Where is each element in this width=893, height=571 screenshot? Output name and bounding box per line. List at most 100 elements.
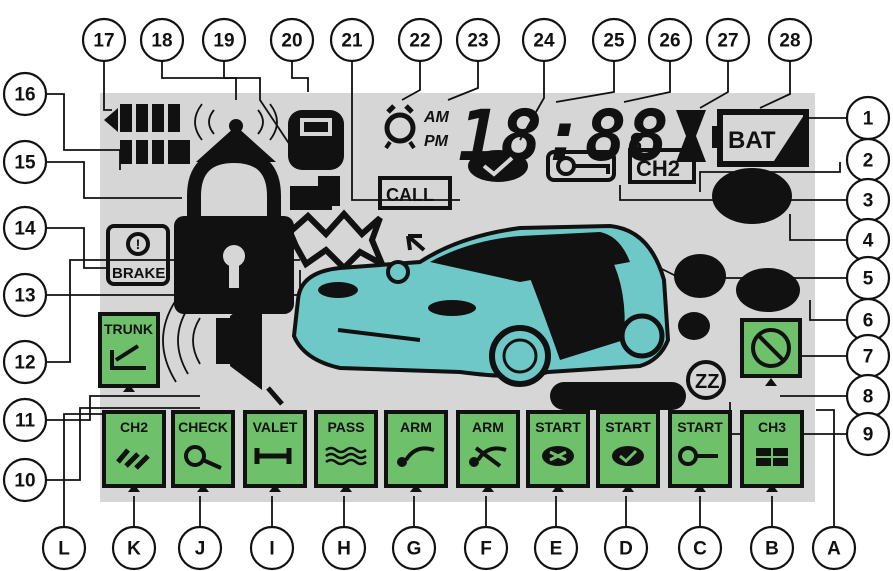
svg-text:I: I: [269, 539, 274, 560]
function-button-7: START: [598, 412, 658, 492]
svg-text:18: 18: [151, 31, 172, 52]
callout-C: C: [679, 527, 721, 569]
am-label: AM: [423, 109, 450, 126]
indicator-oval-6: [674, 254, 726, 298]
svg-text:12: 12: [14, 353, 35, 374]
callout-23: 23: [457, 19, 499, 61]
svg-text:C: C: [693, 539, 707, 560]
ch2-label: CH2: [636, 156, 680, 181]
callout-1: 1: [847, 97, 889, 139]
callout-14: 14: [4, 207, 46, 249]
function-button-label: PASS: [327, 419, 364, 435]
check-oval-icon: [468, 150, 528, 182]
svg-text:!: !: [136, 236, 141, 252]
svg-text:13: 13: [14, 286, 35, 307]
svg-text:10: 10: [14, 471, 35, 492]
svg-text:20: 20: [281, 31, 302, 52]
svg-text:8: 8: [863, 387, 874, 408]
trunk-indicator: TRUNK: [100, 314, 158, 392]
mute-label: MUTE: [744, 282, 792, 301]
svg-text:1: 1: [863, 109, 874, 130]
svg-text:23: 23: [467, 31, 488, 52]
callout-I: I: [251, 527, 293, 569]
function-button-2: VALET: [245, 412, 305, 492]
svg-text:21: 21: [341, 31, 363, 52]
auto-arm-indicator: AUTO ARM: [550, 382, 686, 410]
callout-9: 9: [847, 413, 889, 455]
function-button-3: PASS: [316, 412, 376, 492]
callout-16: 16: [4, 73, 46, 115]
save-battery-icon: SAVE: [288, 110, 344, 170]
callout-7: 7: [847, 335, 889, 377]
check-oval-icon: [612, 446, 644, 466]
function-button-label: ARM: [472, 419, 504, 435]
callout-A: A: [813, 527, 855, 569]
no-remote-indicator: [742, 320, 800, 386]
callout-28: 28: [769, 19, 811, 61]
function-button-4: ARM: [386, 412, 446, 492]
function-button-label: START: [535, 419, 581, 435]
function-button-0: CH2: [104, 412, 164, 492]
svg-text:L: L: [58, 539, 70, 560]
callout-17: 17: [83, 19, 125, 61]
save-label: SAVE: [299, 146, 334, 161]
callout-3: 3: [847, 179, 889, 221]
mute-indicator: MUTE: [736, 268, 800, 312]
svg-text:5: 5: [863, 269, 874, 290]
svg-text:J: J: [195, 539, 206, 560]
callout-G: G: [393, 527, 435, 569]
arm-label: ARM: [624, 388, 663, 407]
callout-J: J: [179, 527, 221, 569]
callout-D: D: [605, 527, 647, 569]
svg-text:K: K: [127, 539, 141, 560]
svg-text:D: D: [619, 539, 633, 560]
function-button-label: CH3: [758, 419, 786, 435]
callout-L: L: [43, 527, 85, 569]
callout-2: 2: [847, 139, 889, 181]
callout-11: 11: [4, 399, 46, 441]
svg-text:11: 11: [15, 411, 36, 432]
svg-text:19: 19: [213, 31, 234, 52]
svg-text:G: G: [407, 539, 422, 560]
callout-27: 27: [707, 19, 749, 61]
call-label: CALL: [386, 185, 434, 205]
function-button-label: ARM: [400, 419, 432, 435]
callout-24: 24: [523, 19, 565, 61]
svg-text:B: B: [765, 539, 779, 560]
svg-text:26: 26: [659, 31, 680, 52]
callout-25: 25: [593, 19, 635, 61]
function-button-label: VALET: [253, 419, 298, 435]
bat-label: BAT: [728, 127, 776, 154]
callout-22: 22: [399, 19, 441, 61]
svg-text:25: 25: [603, 31, 625, 52]
svg-text:9: 9: [863, 425, 874, 446]
svg-text:27: 27: [717, 31, 738, 52]
callout-15: 15: [4, 141, 46, 183]
callout-5: 5: [847, 257, 889, 299]
svg-text:4: 4: [863, 231, 874, 252]
callout-K: K: [113, 527, 155, 569]
callout-E: E: [535, 527, 577, 569]
svg-text:E: E: [550, 539, 563, 560]
callout-H: H: [323, 527, 365, 569]
oval-indicator: [712, 168, 792, 224]
trunk-label: TRUNK: [104, 321, 153, 337]
fan-icon: [542, 446, 574, 466]
svg-text:3: 3: [863, 191, 874, 212]
callout-F: F: [465, 527, 507, 569]
callout-21: 21: [331, 19, 373, 61]
brake-label: BRAKE: [112, 265, 165, 282]
signal-t-label: T: [110, 116, 118, 130]
svg-text:2: 2: [863, 151, 874, 172]
function-button-label: CHECK: [178, 419, 228, 435]
callout-8: 8: [847, 375, 889, 417]
callout-20: 20: [271, 19, 313, 61]
svg-text:A: A: [827, 539, 841, 560]
zz-label: ZZ: [695, 371, 719, 393]
callout-B: B: [751, 527, 793, 569]
callout-19: 19: [203, 19, 245, 61]
svg-text:14: 14: [14, 219, 36, 240]
svg-text:7: 7: [863, 347, 874, 368]
